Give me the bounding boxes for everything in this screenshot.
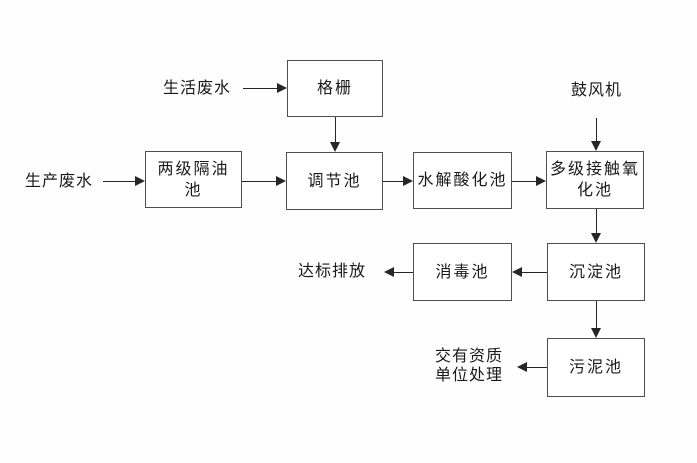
node-disinfection-tank: 消毒池 <box>413 243 512 301</box>
label-compliant-discharge: 达标排放 <box>298 263 367 280</box>
node-two-stage-oil-separator: 两级隔油池 <box>145 151 242 208</box>
label-qualified-unit-disposal: 交有资质单位处理 <box>435 348 504 384</box>
label-blower: 鼓风机 <box>571 82 623 99</box>
node-label: 多级接触氧化池 <box>550 161 641 199</box>
node-regulating-tank: 调节池 <box>286 152 383 210</box>
label-domestic-wastewater: 生活废水 <box>163 80 232 97</box>
node-label: 两级隔油池 <box>157 160 230 199</box>
node-hydrolysis-acidification-tank: 水解酸化池 <box>413 152 512 209</box>
node-label: 污泥池 <box>568 359 623 376</box>
node-label: 格栅 <box>316 80 353 97</box>
node-bar-screen: 格栅 <box>287 60 383 117</box>
node-sedimentation-tank: 沉淀池 <box>547 243 645 301</box>
node-label: 消毒池 <box>435 263 490 281</box>
node-multistage-contact-oxidation-tank: 多级接触氧化池 <box>546 151 644 209</box>
node-label: 水解酸化池 <box>417 172 508 189</box>
label-production-wastewater: 生产废水 <box>25 173 94 190</box>
node-sludge-tank: 污泥池 <box>547 338 645 397</box>
node-label: 调节池 <box>307 172 362 190</box>
node-label: 沉淀池 <box>568 263 623 281</box>
